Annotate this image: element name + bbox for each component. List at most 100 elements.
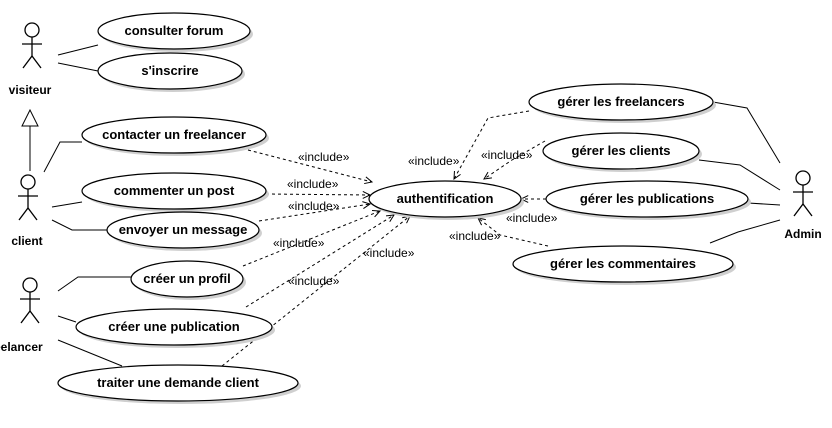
use-case-consulter-forum[interactable]: consulter forum [97,12,253,52]
include-commenter-post: «include» [265,177,372,199]
include-dependency-line [245,214,395,308]
include-dependency-line [242,210,381,267]
actor-label: freelancer [0,340,43,354]
include-gerer-freelancers: «include» [408,110,530,181]
use-case-label: gérer les publications [580,191,714,206]
include-label: «include» [298,150,350,164]
include-arrowhead [483,171,492,180]
association-admin-gerer-freelancers [712,101,781,164]
use-case-label: gérer les clients [572,143,671,158]
include-label: «include» [273,236,325,250]
include-label: «include» [408,154,460,168]
use-case-creer-publication[interactable]: créer une publication [75,308,275,348]
include-dependency-line [221,215,411,367]
actor-label: client [11,234,42,248]
actor-freelancer[interactable]: freelancer [0,277,43,354]
include-label: «include» [287,177,339,191]
use-case-ellipse[interactable] [75,308,273,346]
association-freelancer-creer-publication [57,315,77,323]
include-dependency-line [453,110,530,180]
use-case-ellipse[interactable] [81,116,267,154]
actor-client[interactable]: client [11,174,43,248]
actor-head-icon [24,22,40,38]
use-case-envoyer-message[interactable]: envoyer un message [106,211,262,251]
use-case-ellipse[interactable] [57,364,299,402]
include-arrowhead [362,201,372,209]
include-label: «include» [288,199,340,213]
association-client-envoyer-message [51,219,107,231]
include-contacter-freelancer: «include» [247,149,374,185]
include-arrowhead [371,209,382,218]
include-dependency-line [477,217,549,247]
include-arrowhead [364,176,374,185]
generalization-triangle [21,108,39,127]
actor-label: Admin [784,227,821,241]
association-freelancer-traiter-demande [57,339,123,367]
use-case-sinscrire[interactable]: s'inscrire [97,52,245,92]
use-case-contacter-freelancer[interactable]: contacter un freelancer [81,116,269,156]
association-freelancer-creer-profil [57,276,131,292]
actor-admin[interactable]: Admin [784,170,822,241]
use-case-ellipse[interactable] [106,211,260,249]
include-label: «include» [288,274,340,288]
use-case-commenter-post[interactable]: commenter un post [81,172,269,212]
association-client-contacter-freelancer [43,141,82,173]
use-case-label: s'inscrire [141,63,198,78]
use-case-gerer-clients[interactable]: gérer les clients [542,132,702,172]
use-case-ellipse[interactable] [545,180,749,218]
actor-legs [793,202,813,217]
include-gerer-clients: «include» [481,140,546,180]
actor-label: visiteur [9,83,52,97]
include-arrowhead [385,214,395,223]
use-case-ellipse[interactable] [130,260,244,298]
use-case-label: consulter forum [125,23,224,38]
use-case-label: traiter une demande client [97,375,259,390]
use-case-gerer-commentaires[interactable]: gérer les commentaires [512,245,736,285]
use-case-ellipse[interactable] [368,180,522,218]
actor-legs [22,54,42,69]
use-case-label: commenter un post [114,183,235,198]
include-label: «include» [449,229,501,243]
nodes-layer: consulter forum s'inscrire contacter un fr… [0,12,822,404]
use-case-ellipse[interactable] [542,132,700,170]
generalization-client-visiteur [21,108,39,171]
include-gerer-publications: «include» [506,195,558,225]
use-case-ellipse[interactable] [528,83,714,121]
use-case-label: gérer les freelancers [557,94,684,109]
use-case-creer-profil[interactable]: créer un profil [130,260,246,300]
use-case-label: créer une publication [108,319,240,334]
use-case-label: envoyer un message [119,222,248,237]
include-label: «include» [506,211,558,225]
use-case-gerer-freelancers[interactable]: gérer les freelancers [528,83,716,123]
include-creer-publication: «include» [245,214,395,308]
association-admin-gerer-clients [698,159,781,191]
association-client-commenter-post [51,201,83,208]
include-arrowhead [477,217,486,226]
association-visiteur-sinscrire [57,62,99,72]
use-case-ellipse[interactable] [512,245,734,283]
use-case-label: gérer les commentaires [550,256,696,271]
use-case-ellipse[interactable] [97,52,243,90]
include-label: «include» [481,148,533,162]
association-admin-gerer-commentaires [709,219,781,244]
actor-visiteur[interactable]: visiteur [9,22,52,97]
include-dependency-line [265,193,371,196]
use-case-label: authentification [397,191,494,206]
use-case-ellipse[interactable] [81,172,267,210]
actor-head-icon [22,277,38,293]
include-dependency-line [483,140,546,180]
include-arrowhead [453,170,461,181]
use-case-ellipse[interactable] [97,12,251,50]
use-case-traiter-demande[interactable]: traiter une demande client [57,364,301,404]
relationships-layer: «include» «include» «include» «include» «inc… [21,44,781,367]
use-case-authentification[interactable]: authentification [368,180,524,220]
association-visiteur-consulter-forum [57,44,99,56]
actor-legs [18,206,38,221]
use-case-gerer-publications[interactable]: gérer les publications [545,180,751,220]
association-admin-gerer-publications [747,202,781,206]
actor-legs [20,309,40,324]
include-label: «include» [363,246,415,260]
actor-head-icon [795,170,811,186]
use-case-label: contacter un freelancer [102,127,246,142]
